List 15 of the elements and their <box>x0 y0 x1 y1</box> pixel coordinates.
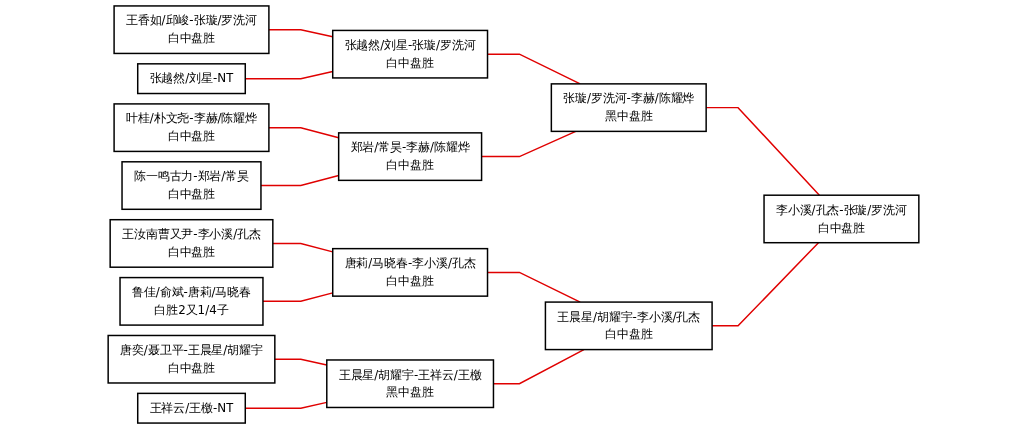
match-result-box: 王晨星/胡耀宇-李小溪/孔杰 白中盘胜 <box>544 301 713 351</box>
match-result-box: 王汝南曹又尹-李小溪/孔杰 白中盘胜 <box>109 218 274 268</box>
match-result-box: 郑岩/常昊-李赫/陈耀烨 白中盘胜 <box>337 132 483 182</box>
match-result-box: 张璇/罗洗河-李赫/陈耀烨 黑中盘胜 <box>550 83 707 133</box>
match-result-box: 陈一鸣古力-郑岩/常昊 白中盘胜 <box>121 161 262 211</box>
match-result-box: 王香如/邱峻-张璇/罗洗河 白中盘胜 <box>113 5 270 55</box>
match-result-box: 鲁佳/俞斌-唐莉/马晓春 白胜2又1/4子 <box>119 276 264 326</box>
match-result-box: 王晨星/胡耀宇-王祥云/王檄 黑中盘胜 <box>326 359 495 409</box>
match-result-box: 唐莉/马晓春-李小溪/孔杰 白中盘胜 <box>332 247 489 297</box>
match-result-box: 王祥云/王檄-NT <box>137 392 246 424</box>
match-result-box: 唐奕/聂卫平-王晨星/胡耀宇 白中盘胜 <box>107 334 276 384</box>
match-result-box: 张越然/刘星-张璇/罗洗河 白中盘胜 <box>332 29 489 79</box>
match-result-box: 叶桂/朴文尧-李赫/陈耀烨 白中盘胜 <box>113 103 270 153</box>
match-result-box: 李小溪/孔杰-张璇/罗洗河 白中盘胜 <box>763 194 920 244</box>
match-result-box: 张越然/刘星-NT <box>137 63 246 95</box>
